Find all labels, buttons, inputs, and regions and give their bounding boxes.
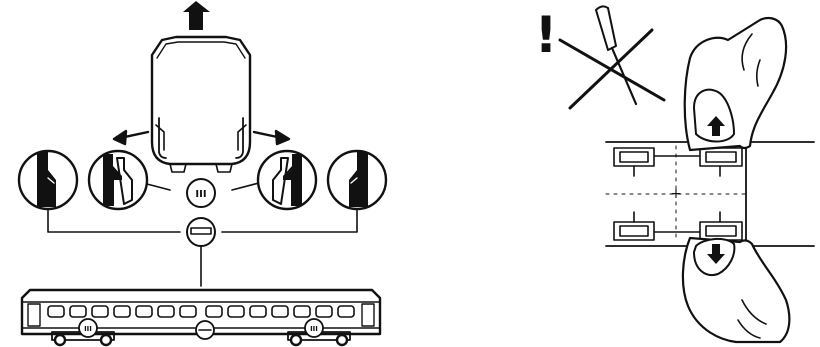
left-panel: III — [19, 1, 386, 345]
right-panel: ! + — [535, 6, 814, 342]
clip-bottom-left — [614, 212, 654, 240]
bogie-right-mark: III — [310, 325, 318, 333]
center-mark: + — [670, 186, 682, 202]
spread-right-arrow — [254, 131, 289, 144]
detail-clip-locked-right — [328, 151, 386, 209]
position-mark-center: III — [187, 179, 215, 207]
detail-clip-locked-left — [19, 151, 77, 209]
spread-left-arrow — [114, 131, 148, 144]
lift-up-arrow — [183, 1, 210, 30]
lower-thumb — [683, 238, 789, 342]
warning-icon: ! — [535, 6, 558, 64]
upper-thumb — [685, 18, 786, 150]
detail-clip-released-right — [258, 151, 316, 209]
screwdriver-icon — [596, 6, 636, 104]
clip-top-left — [614, 148, 654, 176]
clip-bottom-right — [700, 212, 742, 240]
chassis-top-view: + — [606, 142, 814, 246]
coach-side-view: III III — [22, 290, 380, 345]
coach-center-clip — [196, 321, 214, 339]
center-clip-mark — [187, 218, 215, 246]
clip-top-right — [700, 148, 742, 176]
bogie-left-mark: III — [84, 325, 92, 333]
position-mark-label: III — [195, 189, 206, 200]
coach-body-cross-section — [152, 37, 250, 172]
detail-clip-released-left — [89, 151, 147, 209]
